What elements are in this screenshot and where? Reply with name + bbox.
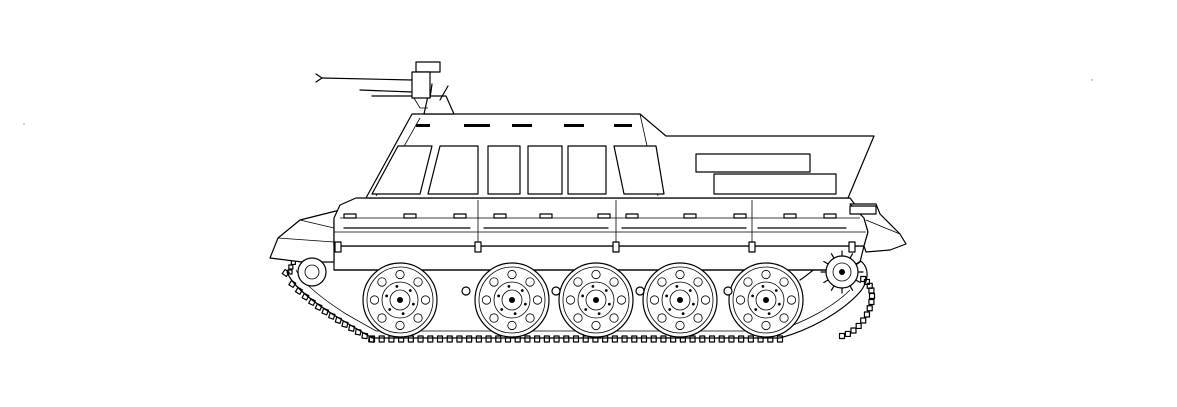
rear-bumper [849, 203, 907, 253]
road-wheel [642, 262, 718, 338]
hull [269, 197, 907, 271]
side-panel-upper [695, 153, 811, 173]
glacis-line-2 [277, 237, 335, 243]
window-6 [613, 145, 665, 195]
fender-band [333, 197, 869, 247]
road-wheel [362, 262, 438, 338]
road-wheel [558, 262, 634, 338]
gun-sight-box [415, 61, 441, 73]
window-3 [487, 145, 521, 195]
drive-sprocket [820, 250, 864, 294]
gun-barrel-lower [359, 89, 413, 93]
road-wheel [474, 262, 550, 338]
machine-gun-mount [315, 61, 455, 115]
window-5 [567, 145, 607, 195]
gun-receiver [411, 71, 431, 99]
rear-bumper-line [865, 219, 901, 235]
road-wheels [362, 262, 804, 338]
window-2 [427, 145, 479, 195]
window-1 [371, 145, 433, 195]
road-wheel [728, 262, 804, 338]
return-rollers [461, 286, 733, 296]
front-glacis [269, 209, 341, 263]
gun-grip [413, 97, 428, 109]
gun-muzzle [315, 73, 323, 83]
superstructure [365, 113, 875, 199]
window-4 [527, 145, 563, 195]
idler-wheel [297, 257, 327, 287]
glacis-line [299, 219, 335, 229]
gun-barrel [321, 77, 413, 81]
rear-light [849, 205, 877, 215]
roof-vents [416, 124, 632, 127]
cabin-windows [371, 145, 665, 195]
suspension [297, 250, 864, 338]
fender-fittings [334, 213, 856, 253]
side-panel-lower [713, 173, 837, 195]
scan-specks [23, 79, 1093, 125]
gun-pintle-base [423, 95, 455, 115]
